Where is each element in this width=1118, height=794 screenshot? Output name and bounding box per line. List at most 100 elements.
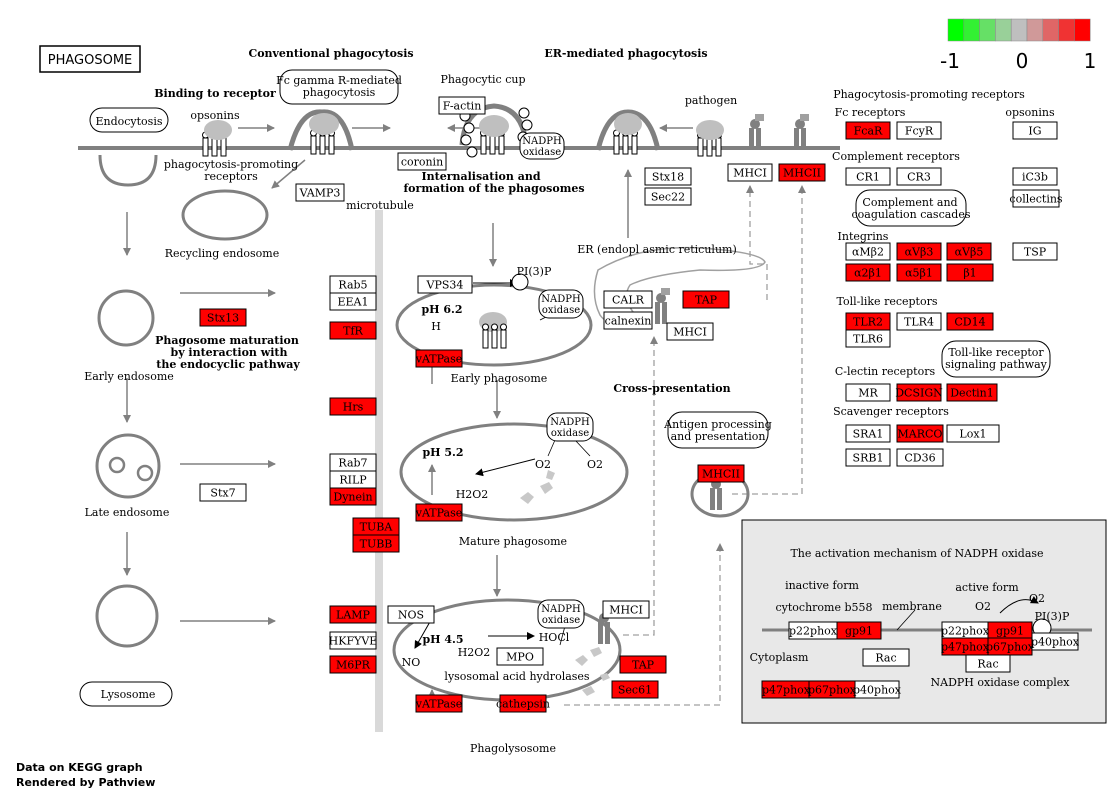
label-mature-phago: Mature phagosome [459,535,567,548]
gene-mpo[interactable]: MPO [496,647,544,666]
gene-p67-1[interactable]: p67phox [808,680,857,699]
gene-stx18[interactable]: Stx18 [644,167,692,186]
gene-hkfyve[interactable]: HKFYVE [329,631,378,650]
legend-swatch [1074,18,1091,42]
gene-vatpase3[interactable]: vATPase [415,694,463,713]
gene-cr3[interactable]: CR3 [896,167,942,186]
gene-tap2[interactable]: TAP [619,655,667,674]
gene-label: Stx13 [207,312,239,325]
gene-mhcii-mid[interactable]: MHCII [697,464,745,483]
gene-tsp[interactable]: TSP [1012,242,1058,261]
gene-dectin1[interactable]: Dectin1 [946,383,998,402]
gene-tuba[interactable]: TUBA [352,517,400,536]
gene-m6pr[interactable]: M6PR [329,655,377,674]
gene-lox1[interactable]: Lox1 [946,424,1000,443]
label-er: ER (endopl asmic reticulum) [577,243,737,256]
gene-label: MARCO [898,428,943,441]
gene-p22-1[interactable]: p22phox [788,621,838,640]
gene-vatpase2[interactable]: vATPase [415,503,463,522]
gene-dynein[interactable]: Dynein [329,487,377,506]
gene-mhcii-top[interactable]: MHCII [778,163,826,182]
gene-mhci-top[interactable]: MHCI [727,163,773,182]
gene-gp91-2[interactable]: gp91 [987,621,1033,640]
gene-srb1[interactable]: SRB1 [845,448,891,467]
gene-nos[interactable]: NOS [387,605,435,624]
gene-label: MPO [506,651,534,664]
gene-cr1[interactable]: CR1 [845,167,891,186]
gene-ig[interactable]: IG [1012,121,1058,140]
gene-tlr4[interactable]: TLR4 [896,312,942,331]
label-o2-nox: O2 [975,600,991,613]
gene-fcar[interactable]: FcaR [845,121,891,140]
gene-calnexin[interactable]: calnexin [603,311,653,330]
gene-sec22[interactable]: Sec22 [644,187,692,206]
early-endosome-shape [97,289,155,347]
gene-a2b1[interactable]: α2β1 [845,263,891,282]
gene-sra1[interactable]: SRA1 [845,424,891,443]
gene-label: Dectin1 [950,387,994,400]
gene-label: TLR6 [853,333,883,346]
gene-label: TfR [343,325,363,338]
gene-label: p67phox [808,684,857,697]
gene-tlr2[interactable]: TLR2 [845,312,891,331]
label-tlr-path-1: Toll-like receptor [948,346,1044,359]
gene-label: Sec22 [651,191,685,204]
gene-a5b1[interactable]: α5β1 [896,263,942,282]
gene-label: TLR4 [904,316,934,329]
gene-rac2[interactable]: Rac [965,654,1011,673]
gene-tap1[interactable]: TAP [682,290,730,309]
er-phagocytic-cup [595,109,661,151]
gene-ic3b[interactable]: iC3b [1012,167,1058,186]
gene-stx13[interactable]: Stx13 [199,308,247,327]
gene-tubb[interactable]: TUBB [352,534,400,553]
gene-dcsign[interactable]: DCSIGN [895,383,943,402]
gene-cd14[interactable]: CD14 [946,312,994,331]
gene-mhci-bot[interactable]: MHCI [602,600,650,619]
gene-p22-2[interactable]: p22phox [941,621,990,640]
gene-p47-2[interactable]: p47phox [941,637,990,656]
gene-cd36[interactable]: CD36 [896,448,944,467]
gene-coronin[interactable]: coronin [397,152,447,171]
gene-mr[interactable]: MR [845,383,891,402]
gene-marco[interactable]: MARCO [896,424,944,443]
gene-hrs[interactable]: Hrs [329,397,377,416]
gene-p67-2[interactable]: p67phox [986,637,1035,656]
gene-avb5[interactable]: αVβ5 [946,242,992,261]
gene-calr[interactable]: CALR [603,290,653,309]
gene-b1[interactable]: β1 [946,263,994,282]
gene-rab5[interactable]: Rab5 [329,275,377,294]
gene-lamp[interactable]: LAMP [329,605,377,624]
gene-vps34[interactable]: VPS34 [417,275,473,294]
gene-p40-1[interactable]: p40phox [853,680,902,699]
gene-tlr6[interactable]: TLR6 [845,329,891,348]
gene-amb2[interactable]: αMβ2 [845,242,891,261]
nadph-label: NADPH [541,604,581,615]
gene-collectins[interactable]: collectins [1009,189,1063,208]
gene-factin[interactable]: F-actin [438,96,486,115]
gene-gp91-1[interactable]: gp91 [836,621,882,640]
gene-eea1[interactable]: EEA1 [329,292,377,311]
footer-line-2: Rendered by Pathview [16,776,155,789]
gene-rilp[interactable]: RILP [329,470,377,489]
gene-boxes: FcaR FcyR IG CR1 CR3 iC3b collectins αMβ2 αVβ3 αV… [199,96,1080,713]
gene-cathepsin[interactable]: cathepsin [496,694,550,713]
gene-stx7[interactable]: Stx7 [199,483,247,502]
gene-rab7[interactable]: Rab7 [329,453,377,472]
gene-sec61[interactable]: Sec61 [611,680,659,699]
label-antigen-1: Antigen processing [663,418,772,431]
label-phagolyso: Phagolysosome [470,742,556,755]
gene-tfr[interactable]: TfR [329,321,377,340]
gene-label: p40phox [1031,636,1080,649]
gene-p40-2[interactable]: p40phox [1031,632,1080,651]
gene-rac1[interactable]: Rac [862,648,910,667]
gene-label: cathepsin [496,698,550,711]
gene-vatpase1[interactable]: vATPase [415,349,463,368]
label-clectin: C-lectin receptors [835,365,936,378]
gene-fcyr[interactable]: FcyR [896,121,942,140]
gene-p47-1[interactable]: p47phox [761,680,811,699]
gene-avb3[interactable]: αVβ3 [896,242,942,261]
gene-label: αVβ5 [955,246,984,259]
gene-vamp3[interactable]: VAMP3 [295,183,345,202]
gene-mhci-er[interactable]: MHCI [666,322,714,341]
